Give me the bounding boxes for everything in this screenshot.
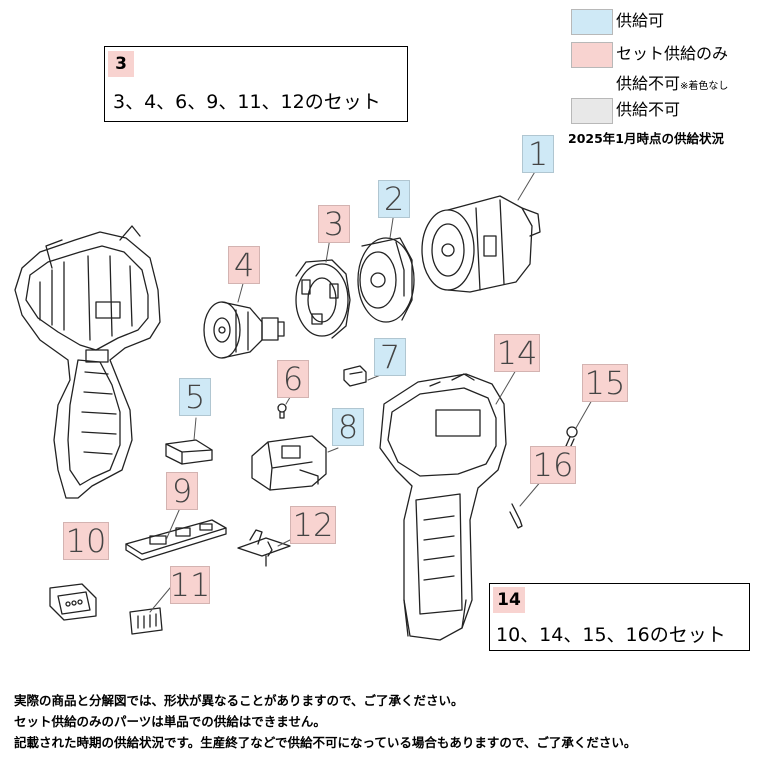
belt-hook-part <box>509 503 523 529</box>
set-box-14-id: 14 <box>493 587 525 613</box>
set-box-14-text: 10、14、15、16のセット <box>496 624 726 646</box>
label-plate-part <box>49 583 97 621</box>
screw-part <box>277 403 287 419</box>
legend-label-supply-ok: 供給可 <box>616 11 665 30</box>
leader-lines <box>149 169 593 613</box>
pad-part <box>165 439 213 465</box>
callout-14: 14 <box>494 334 540 372</box>
callout-12: 12 <box>290 506 336 544</box>
gearbox-part <box>421 195 541 293</box>
legend-label-no-supply-uncolored-text: 供給不可 <box>616 74 681 93</box>
nameplate-part <box>129 607 163 635</box>
footnotes: 実際の商品と分解図では、形状が異なることがありますので、ご了承ください。 セット… <box>14 690 636 753</box>
right-housing-part <box>379 373 507 641</box>
left-housing-part <box>14 225 161 499</box>
set-box-14: 14 10、14、15、16のセット <box>489 583 750 651</box>
set-box-3-text: 3、4、6、9、11、12のセット <box>113 91 381 113</box>
callout-10: 10 <box>63 522 109 560</box>
callout-2: 2 <box>378 180 410 218</box>
footnote-3: 記載された時期の供給状況です。生産終了などで供給不可になっている場合もありますの… <box>14 735 637 750</box>
legend-label-no-supply-uncolored: 供給不可※着色なし <box>616 74 728 97</box>
armature-part <box>203 301 285 359</box>
legend-swatch-supply-ok <box>571 9 613 35</box>
callout-6: 6 <box>277 360 309 398</box>
brush-holder-part <box>295 259 351 339</box>
callout-15: 15 <box>582 364 628 402</box>
callout-1: 1 <box>522 135 554 173</box>
callout-11: 11 <box>169 566 211 604</box>
legend-uncolored-note: ※着色なし <box>680 81 729 92</box>
circuit-board-part <box>125 519 227 561</box>
set-box-3: 3 3、4、6、9、11、12のセット <box>104 46 408 122</box>
footnote-2: セット供給のみのパーツは単品での供給はできません。 <box>14 714 326 729</box>
legend-label-no-supply: 供給不可 <box>616 100 681 119</box>
bracket-part <box>237 529 291 567</box>
callout-9: 9 <box>166 472 198 510</box>
housing-screw-part <box>565 426 578 449</box>
callout-8: 8 <box>332 408 364 446</box>
footnote-1: 実際の商品と分解図では、形状が異なることがありますので、ご了承ください。 <box>14 693 464 708</box>
switch-part <box>251 435 327 491</box>
callout-4: 4 <box>228 246 260 284</box>
callout-7: 7 <box>374 338 406 376</box>
stator-plate-part <box>357 237 415 323</box>
callout-5: 5 <box>179 378 211 416</box>
legend-swatch-no-supply <box>571 98 613 124</box>
connector-part <box>343 365 367 387</box>
legend-swatch-set-only <box>571 42 613 68</box>
callout-3: 3 <box>318 205 350 243</box>
callout-16: 16 <box>530 446 576 484</box>
set-box-3-id: 3 <box>108 51 134 77</box>
legend-label-set-only: セット供給のみ <box>616 44 729 63</box>
supply-status-date: 2025年1月時点の供給状況 <box>568 131 724 146</box>
